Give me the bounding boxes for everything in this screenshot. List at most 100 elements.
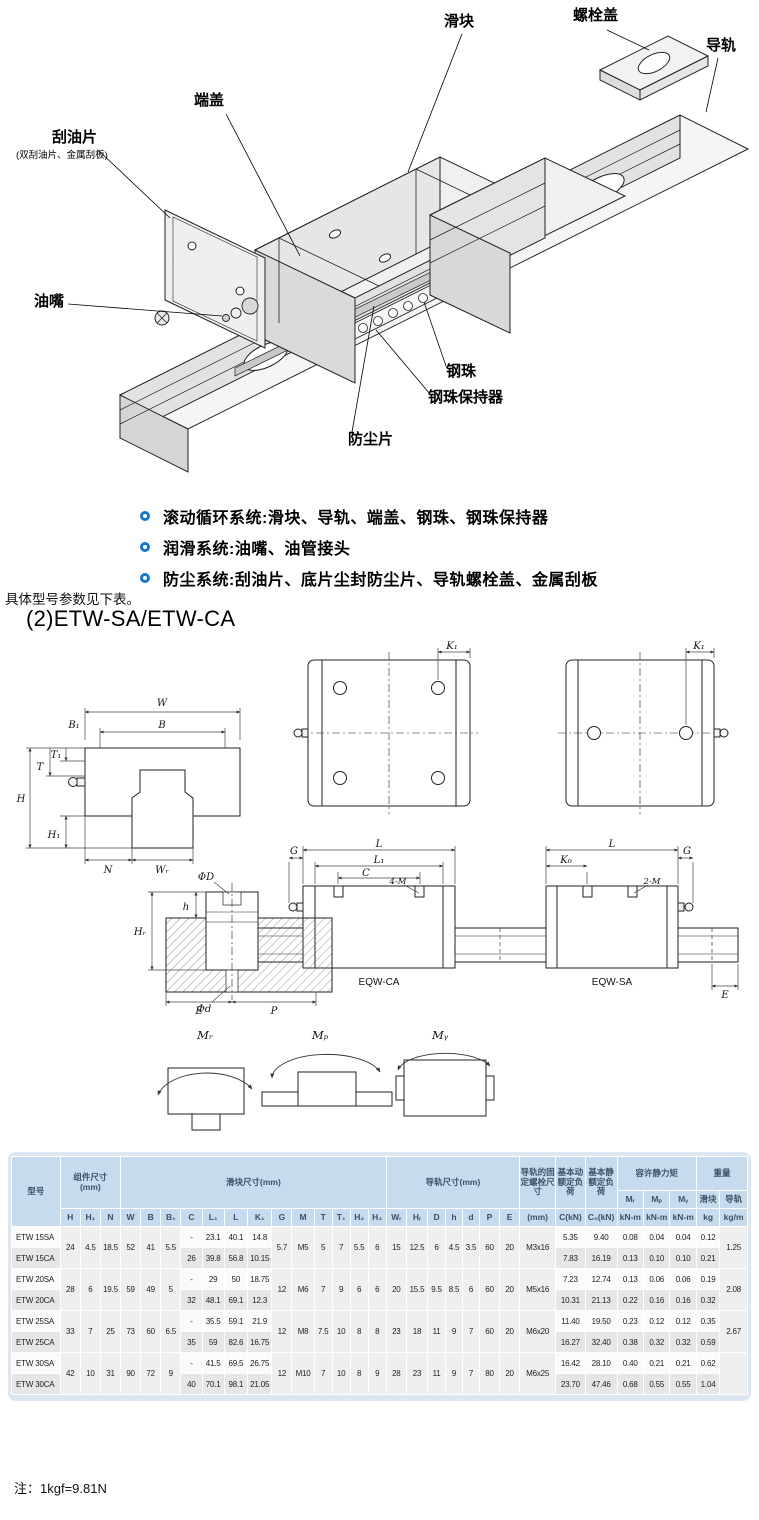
bullet-ring-icon xyxy=(140,573,150,583)
dim-label-w: W xyxy=(157,698,168,709)
label-bolt-cover: 螺栓盖 xyxy=(573,6,618,24)
table-cell: 6.5 xyxy=(160,1310,182,1353)
table-cell: 0.38 xyxy=(616,1331,644,1353)
table-cell: 6 xyxy=(427,1226,447,1269)
mount-section xyxy=(165,883,333,1000)
dim-label-l: L xyxy=(375,839,383,850)
bullet-text: 防尘系统:刮油片、底片尘封防尘片、导轨螺栓盖、金属刮板 xyxy=(163,572,598,589)
dim-label-b1: B₁ xyxy=(67,720,79,731)
table-cell: 15 xyxy=(385,1226,407,1269)
table-cell: 59 xyxy=(120,1268,142,1311)
table-cell: 9 xyxy=(445,1310,463,1353)
table-cell: 20 xyxy=(385,1268,407,1311)
table-header-cell: kg xyxy=(695,1208,721,1227)
dim-label-l1: L₁ xyxy=(373,855,385,866)
table-cell: 0.22 xyxy=(616,1289,644,1311)
table-cell: 4.5 xyxy=(79,1226,101,1269)
table-header-cell: D xyxy=(427,1208,447,1227)
table-header-cell: 型号 xyxy=(11,1156,61,1227)
table-cell: 5 xyxy=(160,1268,182,1311)
table-header-cell: kg/m xyxy=(719,1208,748,1227)
table-header-cell: L xyxy=(223,1208,249,1227)
dim-label-2m: 2-M xyxy=(643,877,661,887)
table-header-cell: H xyxy=(59,1208,81,1227)
table-cell: M10 xyxy=(291,1352,315,1395)
table-cell: M8 xyxy=(291,1310,315,1353)
table-cell: 7.23 xyxy=(555,1268,586,1290)
table-header-cell: G xyxy=(271,1208,293,1227)
table-cell: 5.7 xyxy=(271,1226,293,1269)
side-view-dims xyxy=(288,846,739,990)
label-rail: 导轨 xyxy=(706,36,736,54)
label-grease-nipple: 油嘴 xyxy=(34,292,64,310)
table-cell: 12 xyxy=(271,1268,293,1311)
table-cell: 8.5 xyxy=(445,1268,463,1311)
table-cell: 0.68 xyxy=(616,1373,644,1395)
table-cell: 16.42 xyxy=(555,1352,586,1374)
table-cell: 28 xyxy=(385,1352,407,1395)
table-header-cell: kN-m xyxy=(616,1208,644,1227)
table-cell: 0.10 xyxy=(669,1247,697,1269)
table-header-cell: T xyxy=(313,1208,333,1227)
drawing-caption-ca: EQW-CA xyxy=(359,977,400,988)
table-header-cell: 基本动额定负荷 xyxy=(555,1156,586,1209)
table-cell: 1.25 xyxy=(719,1226,748,1269)
table-cell: 0.13 xyxy=(616,1247,644,1269)
table-cell: 23 xyxy=(385,1310,407,1353)
table-cell: 0.16 xyxy=(642,1289,671,1311)
dim-label-e: E xyxy=(194,1006,203,1017)
table-header-cell: H₃ xyxy=(367,1208,387,1227)
table-cell: 0.62 xyxy=(695,1352,721,1374)
drawing-caption-sa: EQW-SA xyxy=(592,977,633,988)
table-cell: 8 xyxy=(349,1310,369,1353)
dimension-drawings: W B B₁ T₁ T H H₁ N Wᵣ K₁ xyxy=(16,641,739,1131)
table-cell xyxy=(719,1352,748,1395)
table-cell: 9 xyxy=(331,1268,351,1311)
table-cell: - xyxy=(180,1268,203,1290)
table-cell: 72 xyxy=(140,1352,162,1395)
table-cell: 14.8 xyxy=(247,1226,273,1248)
label-ball: 钢珠 xyxy=(446,362,477,380)
table-cell: 41 xyxy=(140,1226,162,1269)
table-cell: M6x20 xyxy=(519,1310,557,1353)
table-cell: 0.16 xyxy=(669,1289,697,1311)
dim-label-k1: K₁ xyxy=(692,641,704,652)
table-cell: ETW 25CA xyxy=(11,1331,61,1353)
table-header-cell: C xyxy=(180,1208,203,1227)
table-cell: 12.5 xyxy=(405,1226,429,1269)
table-cell: 0.06 xyxy=(669,1268,697,1290)
table-cell: 42 xyxy=(59,1352,81,1395)
table-cell: 23.70 xyxy=(555,1373,586,1395)
table-cell: 7 xyxy=(331,1226,351,1269)
table-cell: 0.12 xyxy=(669,1310,697,1332)
intro-note: 具体型号参数见下表。 xyxy=(5,592,140,607)
table-cell: 18 xyxy=(405,1310,429,1353)
table-header-cell: N xyxy=(99,1208,122,1227)
table-cell: 10.15 xyxy=(247,1247,273,1269)
table-cell: 6 xyxy=(367,1226,387,1269)
table-cell: M3x16 xyxy=(519,1226,557,1269)
table-header-cell: E xyxy=(499,1208,521,1227)
table-cell: 0.21 xyxy=(669,1352,697,1374)
table-cell: ETW 25SA xyxy=(11,1310,61,1332)
table-cell: 23 xyxy=(405,1352,429,1395)
table-header-cell: Mᵧ xyxy=(669,1190,697,1209)
table-cell: 20 xyxy=(499,1268,521,1311)
dim-label-wr: Wᵣ xyxy=(155,865,169,876)
table-cell: 70.1 xyxy=(201,1373,225,1395)
mount-section-dims xyxy=(148,881,317,1006)
table-cell: 9 xyxy=(367,1352,387,1395)
table-cell: 23.1 xyxy=(201,1226,225,1248)
table-cell: 0.06 xyxy=(642,1268,671,1290)
table-cell: 69.1 xyxy=(223,1289,249,1311)
label-dust-cover: 防尘片 xyxy=(348,430,393,448)
table-cell: 21.13 xyxy=(584,1289,618,1311)
table-cell: 6 xyxy=(349,1268,369,1311)
table-header-cell: 滑块尺寸(mm) xyxy=(120,1156,387,1209)
table-header-cell: W xyxy=(120,1208,142,1227)
table-header-cell: B₁ xyxy=(160,1208,182,1227)
bullet-ring-icon xyxy=(140,542,150,552)
table-cell: 26 xyxy=(180,1247,203,1269)
label-ball-retainer: 钢珠保持器 xyxy=(428,388,504,406)
table-cell: 10 xyxy=(331,1352,351,1395)
